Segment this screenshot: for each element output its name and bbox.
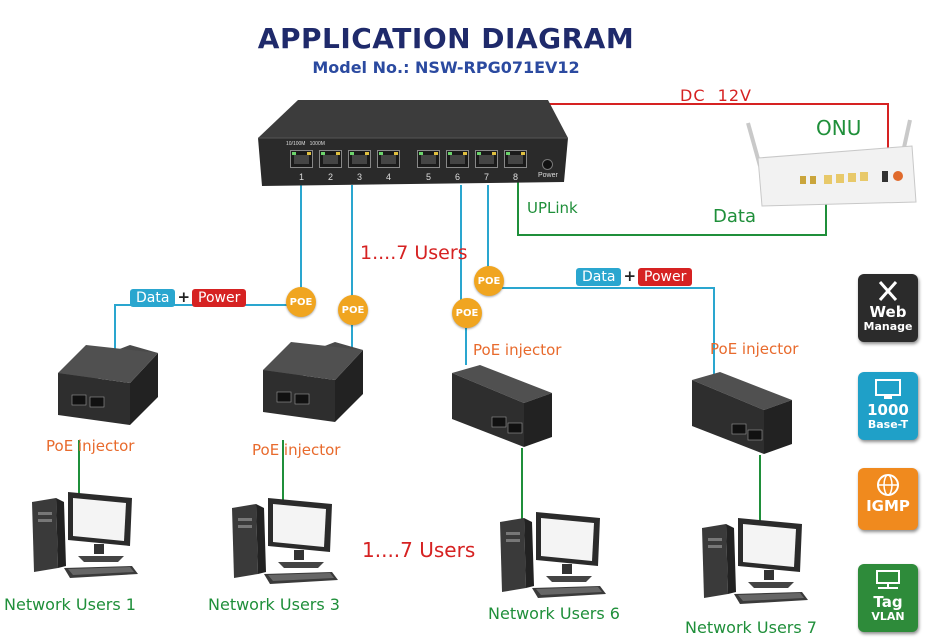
power-tag: Power [638,268,693,286]
poe-injector [263,342,363,422]
switch-port-3 [348,150,371,168]
switch-port-number: 4 [386,172,392,182]
poe-injector-label: PoE injector [710,340,799,358]
feature-subtitle: Base-T [867,418,909,431]
data-power-tag-right: Data+Power [576,267,693,286]
poe7-line [502,287,715,375]
poe-injector-label: PoE injector [473,341,562,359]
switch-port-number: 2 [328,172,334,182]
switch-speed-labels: 10/100M 1000M [286,141,325,147]
dc-label: DC 12V [680,86,752,105]
desktop-computer-icon [232,498,338,584]
feature-subtitle: VLAN [871,610,905,623]
feature-subtitle: Manage [863,320,913,333]
switch-port-7 [475,150,498,168]
globe-icon [877,474,899,496]
network-user-label: Network Users 7 [685,618,817,637]
switch-port-8 [504,150,527,168]
switch-port-number: 1 [299,172,305,182]
data-power-tag-left: Data+Power [130,288,247,307]
poe-badge: POE [474,266,504,296]
uplink-line [517,172,827,236]
feature-title: 1000 [867,401,909,419]
poe-badge: POE [452,298,482,328]
tools-icon [878,281,898,301]
network-user-label: Network Users 3 [208,595,340,614]
switch-port-2 [319,150,342,168]
data-label: Data [713,206,756,227]
feature-title: Web [869,303,907,321]
poe-injector [452,365,552,447]
switch-port-4 [377,150,400,168]
switch-port-1 [290,150,313,168]
desktop-computer-icon [500,512,606,598]
poe-badge: POE [286,287,316,317]
users-range-bottom: 1....7 Users [362,538,476,562]
switch-port-number: 5 [426,172,432,182]
plus-sign: + [177,288,191,306]
monitor-icon [875,379,901,399]
uplink-label: UPLink [527,199,578,217]
poe-injector-label: PoE injector [46,437,135,455]
power-tag: Power [192,289,247,307]
feature-badge-igmp: IGMP [858,468,918,530]
feature-title: Tag [873,593,903,611]
switch-power-label: Power [538,172,558,179]
page-title: APPLICATION DIAGRAM [257,22,635,55]
switch-port-6 [446,150,469,168]
onu-device [740,118,918,208]
network-icon [876,570,900,589]
poe-switch: 10/100M 1000M Power [258,100,568,186]
poe-injector-label: PoE injector [252,441,341,459]
poe-badge: POE [338,295,368,325]
users-range-top: 1....7 Users [360,242,468,264]
network-user-label: Network Users 6 [488,604,620,623]
switch-port-5 [417,150,440,168]
poe-injector [58,345,158,425]
onu-label: ONU [816,116,862,140]
desktop-computer-icon [702,518,808,604]
switch-port-number: 7 [484,172,490,182]
switch-port-number: 8 [513,172,519,182]
switch-port-number: 3 [357,172,363,182]
switch-port-number: 6 [455,172,461,182]
desktop-computer-icon [32,492,138,578]
data-tag: Data [576,268,622,286]
model-number: Model No.: NSW-RPG071EV12 [312,58,580,77]
data-tag: Data [130,289,176,307]
switch-power-led [542,159,553,170]
poe-injector [692,372,792,454]
feature-title: IGMP [866,497,910,515]
network-user-label: Network Users 1 [4,595,136,614]
plus-sign: + [623,267,637,285]
